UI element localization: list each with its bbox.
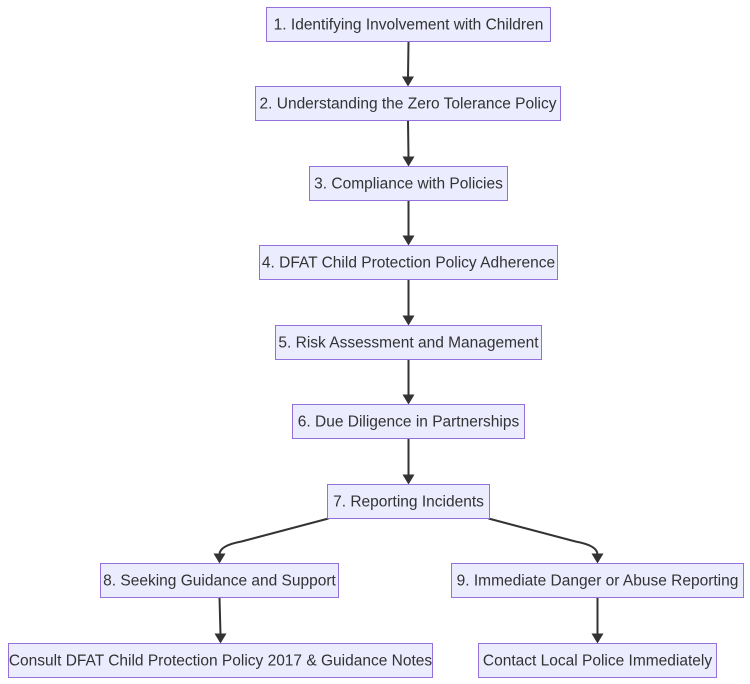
node-box	[266, 7, 551, 42]
edge-n9-n11	[591, 597, 604, 644]
flowchart-edges	[213, 41, 604, 644]
flowchart-node-2: 2. Understanding the Zero Tolerance Poli…	[255, 86, 561, 121]
edge-n3-n4	[402, 200, 415, 246]
flowchart-node-5: 5. Risk Assessment and Management	[275, 325, 542, 360]
edge-n6-n7	[402, 438, 415, 485]
node-label: 7. Reporting Incidents	[333, 494, 484, 511]
node-label: 6. Due Diligence in Partnerships	[298, 414, 520, 431]
flowchart-node-4: 4. DFAT Child Protection Policy Adherenc…	[259, 245, 558, 280]
arrowhead	[213, 553, 226, 564]
edge-line	[407, 41, 410, 78]
node-box	[292, 404, 525, 439]
edge-n5-n6	[402, 359, 415, 405]
flowchart-node-7: 7. Reporting Incidents	[327, 484, 490, 519]
arrowhead	[214, 633, 227, 644]
flowchart-nodes: 1. Identifying Involvement with Children…	[8, 7, 744, 678]
flowchart-node-8: 8. Seeking Guidance and Support	[100, 563, 339, 598]
edge-line	[218, 517, 329, 555]
edge-line	[407, 120, 410, 158]
node-label: 8. Seeking Guidance and Support	[103, 573, 336, 590]
edge-n4-n5	[402, 279, 415, 326]
node-label: 9. Immediate Danger or Abuse Reporting	[457, 573, 739, 590]
flowchart-node-6: 6. Due Diligence in Partnerships	[292, 404, 525, 439]
node-box	[275, 325, 542, 360]
arrowhead	[402, 394, 415, 405]
edge-n7-n9	[488, 517, 604, 564]
node-label: 5. Risk Assessment and Management	[278, 335, 539, 352]
node-label: 1. Identifying Involvement with Children	[274, 17, 544, 34]
flowchart-node-9: 9. Immediate Danger or Abuse Reporting	[451, 563, 744, 598]
edge-line	[218, 597, 222, 635]
node-box	[327, 484, 490, 519]
arrowhead	[402, 315, 415, 326]
flowchart-node-3: 3. Compliance with Policies	[309, 166, 508, 201]
node-box	[309, 166, 508, 201]
node-box	[478, 643, 717, 678]
edge-n1-n2	[402, 41, 414, 87]
arrowhead	[402, 235, 415, 246]
node-label: Consult DFAT Child Protection Policy 201…	[9, 653, 433, 670]
flowchart-node-11: Contact Local Police Immediately	[478, 643, 717, 678]
node-label: Contact Local Police Immediately	[483, 653, 712, 670]
node-label: 4. DFAT Child Protection Policy Adherenc…	[262, 255, 555, 272]
node-box	[100, 563, 339, 598]
arrowhead	[402, 474, 415, 485]
arrowhead	[402, 76, 414, 87]
edge-n8-n10	[214, 597, 227, 644]
node-label: 3. Compliance with Policies	[314, 176, 503, 193]
node-label: 2. Understanding the Zero Tolerance Poli…	[260, 96, 557, 113]
flowchart-node-1: 1. Identifying Involvement with Children	[266, 7, 551, 42]
node-box	[8, 643, 433, 678]
arrowhead	[591, 633, 604, 644]
edge-line	[488, 517, 599, 555]
edge-n7-n8	[213, 517, 329, 564]
edge-n2-n3	[402, 120, 415, 167]
node-box	[451, 563, 744, 598]
node-box	[255, 86, 561, 121]
flowchart-node-10: Consult DFAT Child Protection Policy 201…	[8, 643, 433, 678]
arrowhead	[402, 156, 415, 167]
node-box	[259, 245, 558, 280]
arrowhead	[591, 553, 604, 564]
